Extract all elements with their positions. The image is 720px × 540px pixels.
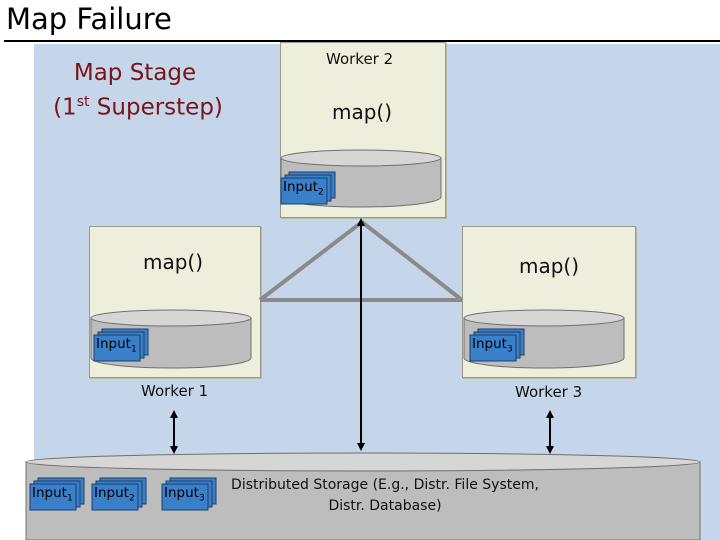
stage-label-line1: Map Stage xyxy=(73,60,197,86)
storage-input-3-label: Input3 xyxy=(164,485,205,504)
worker-1-document-stack-icon xyxy=(93,328,149,362)
worker-1-input-label: Input1 xyxy=(96,336,137,355)
storage-input-2-label: Input2 xyxy=(94,485,135,504)
worker-1-map-function: map() xyxy=(143,250,204,274)
storage-input-1-document-stack-icon xyxy=(29,477,85,511)
worker-2-map-function: map() xyxy=(332,100,393,124)
storage-description: Distributed Storage (E.g., Distr. File S… xyxy=(220,475,550,517)
worker-3-map-function: map() xyxy=(519,254,580,278)
worker-1-label: Worker 1 xyxy=(141,382,209,400)
worker-2-document-stack-icon xyxy=(280,171,336,205)
worker-3-document-stack-icon xyxy=(469,328,525,362)
storage-description-line1: Distributed Storage (E.g., Distr. File S… xyxy=(231,477,539,493)
worker-2-label: Worker 2 xyxy=(326,50,394,68)
storage-description-line2: Distr. Database) xyxy=(328,498,442,514)
storage-input-2-document-stack-icon xyxy=(91,477,147,511)
storage-input-1-label: Input1 xyxy=(32,485,73,504)
storage-input-3-document-stack-icon xyxy=(161,477,217,511)
stage-label-line2: (1st Superstep) xyxy=(53,94,223,121)
slide-title: Map Failure xyxy=(6,2,172,36)
worker-3-label: Worker 3 xyxy=(515,383,583,401)
worker-2-input-label: Input2 xyxy=(283,179,324,198)
title-divider xyxy=(4,40,720,42)
worker-3-input-label: Input3 xyxy=(472,336,513,355)
